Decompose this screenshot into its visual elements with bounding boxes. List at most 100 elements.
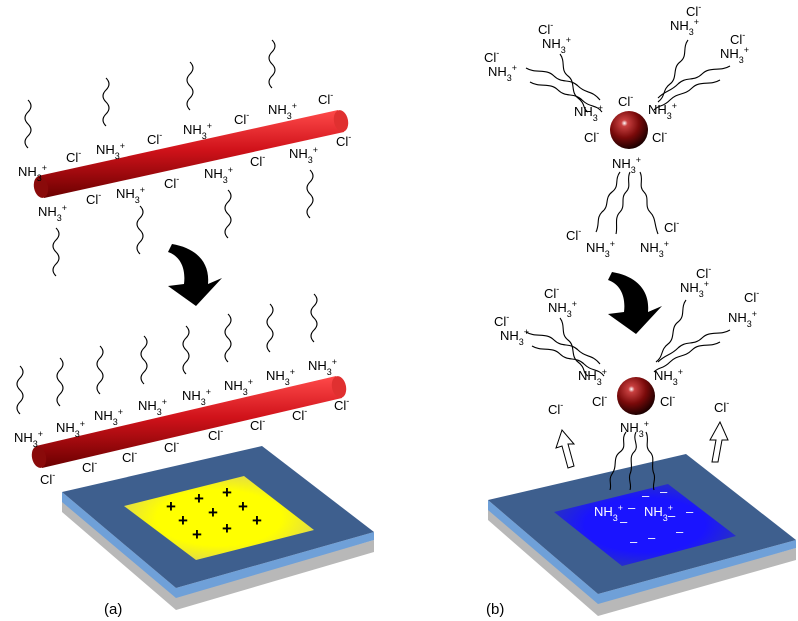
negative-charge: – [676, 524, 684, 539]
amine-label: NH3+ [728, 309, 757, 329]
chloride-label: Cl- [544, 284, 559, 301]
amine-label: NH3+ [542, 35, 571, 55]
ligand-chain [609, 431, 627, 491]
chloride-label: Cl- [592, 392, 607, 409]
amine-label: NH3+ [670, 17, 699, 37]
negative-charge: – [686, 504, 694, 519]
amine-label: NH3+ [612, 155, 641, 175]
down-arrow-icon [168, 244, 222, 306]
ligand-chain [16, 365, 24, 415]
chloride-label: Cl- [548, 400, 563, 417]
chloride-label: Cl- [652, 128, 667, 145]
ligand-chain [559, 317, 589, 377]
ligand-chain [266, 303, 274, 353]
ligand-chain [224, 313, 232, 363]
amine-label: NH3+ [654, 367, 683, 387]
substrate-a: + + + + + + + + + [62, 446, 374, 610]
panel-label: (a) [104, 601, 122, 618]
chloride-label: Cl- [82, 458, 97, 475]
ligand-chain [559, 53, 589, 113]
amine-label: NH3+ [586, 239, 615, 259]
ligand-chain [655, 299, 687, 363]
ligand-chain [24, 99, 32, 149]
amine-label: NH3+ [308, 357, 337, 377]
ligand-chain [102, 77, 110, 127]
positive-charge: + [208, 503, 218, 522]
amine-label: NH3+ [224, 377, 253, 397]
amine-label: NH3+ [204, 165, 233, 185]
substrate-b: – – – – – – – – – [488, 454, 796, 616]
chloride-label: Cl- [164, 174, 179, 191]
amine-label: NH3+ [56, 419, 85, 439]
amine-label: NH3+ [620, 419, 649, 439]
positive-charge: + [178, 511, 188, 530]
ligand-chain [653, 341, 721, 373]
ligand-chain [525, 67, 601, 101]
chloride-label: Cl- [250, 152, 265, 169]
amine-label: NH3+ [640, 239, 669, 259]
amine-label: NH3+ [116, 185, 145, 205]
ligand-chain [653, 79, 721, 111]
ligand-chain [628, 431, 637, 491]
nanowire-body [36, 376, 342, 468]
chloride-label: Cl- [122, 448, 137, 465]
chloride-label: Cl- [566, 226, 581, 243]
ligand-chain [310, 293, 318, 343]
negative-charge: – [660, 484, 668, 499]
substrate-side-blue [488, 500, 796, 604]
ligand-chain [182, 325, 190, 375]
ligand-chain [140, 335, 148, 385]
nanowire-end [33, 176, 49, 198]
amine-label: NH3+ [578, 367, 607, 387]
negative-charge: – [620, 514, 628, 529]
chloride-label: Cl- [538, 20, 553, 37]
ligand-chain [615, 171, 631, 235]
up-arrow-icon [709, 420, 729, 463]
ligand-chain [595, 171, 621, 233]
ligand-chain [645, 431, 656, 491]
negative-charge: – [642, 488, 650, 503]
chloride-label: Cl- [686, 2, 701, 19]
chloride-label: Cl- [250, 416, 265, 433]
ligand-chain [531, 345, 605, 377]
chloride-label: Cl- [336, 132, 351, 149]
amine-label: NH3+ [38, 203, 67, 223]
nanoparticle-bound: Cl- NH3+ Cl- NH3+ Cl- NH3+ Cl- NH3+ NH3+… [494, 264, 759, 523]
positive-charge: + [222, 519, 232, 538]
chloride-label: Cl- [66, 148, 81, 165]
chloride-label: Cl- [164, 438, 179, 455]
negative-charge: – [630, 534, 638, 549]
amine-label: NH3+ [488, 63, 517, 83]
ligand-chain [186, 61, 194, 111]
ligand-chain [96, 345, 104, 395]
substrate-side-blue [62, 492, 374, 598]
chloride-label: Cl- [484, 48, 499, 65]
chloride-label: Cl- [208, 426, 223, 443]
chloride-label: Cl- [318, 90, 333, 107]
ligand-chain [224, 189, 232, 239]
ligand-chain [657, 329, 731, 363]
amine-label: NH3+ [548, 299, 577, 319]
panel-a: NH3+ NH3+ NH3+ NH3+ Cl- Cl- Cl- Cl- NH3+… [14, 39, 374, 618]
negative-patch [554, 484, 736, 566]
panel-b: Cl- NH3+ Cl- NH3+ Cl- NH3+ Cl- NH3+ NH3+… [484, 2, 796, 618]
nanowire-body [38, 110, 344, 198]
positive-charge: + [166, 497, 176, 516]
nanowire-end [31, 446, 47, 468]
ligand-chain [136, 205, 144, 255]
amine-label: NH3+ [680, 279, 709, 299]
positive-charge: + [194, 489, 204, 508]
negative-charge: – [628, 500, 636, 515]
amine-label: NH3+ [94, 407, 123, 427]
nanoparticle-sphere [617, 377, 655, 415]
nanowire-top: NH3+ NH3+ NH3+ NH3+ Cl- Cl- Cl- Cl- NH3+… [18, 39, 351, 277]
panel-label: (b) [486, 601, 504, 618]
amine-label: NH3+ [266, 367, 295, 387]
positive-patch [124, 476, 314, 560]
chloride-label: Cl- [696, 264, 711, 281]
ligand-chain [56, 357, 64, 407]
substrate-side-gray [62, 500, 374, 610]
amine-label: NH3+ [594, 503, 623, 523]
chloride-label: Cl- [494, 312, 509, 329]
amine-label: NH3+ [648, 101, 677, 121]
